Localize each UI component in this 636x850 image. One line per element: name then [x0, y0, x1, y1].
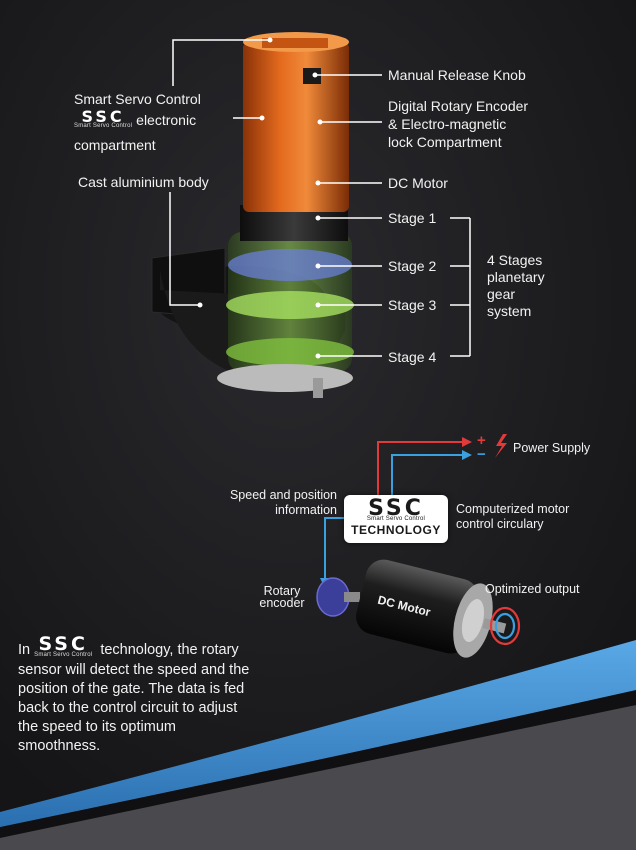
label-power-supply: Power Supply — [513, 441, 591, 455]
rotation-arrows-icon — [489, 606, 521, 646]
ssc-description-paragraph: In SSC Smart Servo Control technology, t… — [18, 635, 258, 756]
label-cast-aluminium-body: Cast aluminium body — [78, 174, 209, 190]
bottom-dark-band — [0, 690, 636, 838]
gear-bottom-plate — [217, 364, 353, 392]
label-gear-line2: planetary — [487, 269, 545, 285]
output-shaft — [313, 378, 323, 398]
label-manual-release-knob: Manual Release Knob — [388, 67, 526, 83]
schematic-wires — [324, 441, 462, 580]
ssc-badge-logo: SSC — [368, 496, 424, 521]
plus-sign: + — [477, 432, 486, 449]
bottom-blue-band — [0, 640, 636, 827]
label-gear-line3: gear — [487, 286, 516, 302]
ssc-logo-paragraph: SSC Smart Servo Control — [34, 635, 93, 661]
label-gear-line4: system — [487, 303, 532, 319]
release-knob-slot — [303, 68, 321, 84]
minus-sign: − — [477, 446, 486, 463]
ssc-paragraph-subtitle: Smart Servo Control — [34, 652, 93, 658]
paragraph-in: In — [18, 642, 31, 658]
ssc-logo-subtitle: Smart Servo Control — [74, 123, 133, 129]
ssc-logo-small: SSC Smart Servo Control — [74, 109, 133, 132]
label-gear-line1: 4 Stages — [487, 252, 543, 268]
label-compartment: compartment — [74, 137, 156, 153]
motor-body — [243, 42, 349, 212]
label-rotary-line1: Rotary — [263, 584, 301, 598]
label-ssc-electronic: SSC Smart Servo Control electronic — [74, 109, 197, 132]
label-dc-motor: DC Motor — [388, 175, 448, 191]
paragraph-technology: technology, — [100, 642, 174, 658]
label-electronic: electronic — [136, 112, 197, 128]
ssc-badge-technology: TECHNOLOGY — [351, 523, 441, 537]
lightning-icon — [495, 434, 507, 458]
ssc-compartment-lid — [262, 38, 328, 48]
gear-stage-2-ring — [228, 249, 352, 281]
label-computerized-line2: control circulary — [456, 517, 544, 531]
gear-stage-3-ring — [226, 291, 354, 319]
label-speed-line2: information — [275, 503, 337, 517]
label-speed-line1: Speed and position — [229, 488, 337, 502]
ssc-technology-badge: SSC Smart Servo Control TECHNOLOGY — [344, 495, 448, 543]
label-optimized-output: Optimized output — [485, 582, 580, 596]
bottom-gray-texture — [0, 705, 636, 850]
label-computerized-line1: Computerized motor — [456, 502, 570, 516]
label-stage-1: Stage 1 — [388, 210, 437, 226]
ssc-paragraph-logo: SSC — [38, 633, 88, 655]
label-encoder-line1: Digital Rotary Encoder — [388, 98, 529, 114]
label-stage-2: Stage 2 — [388, 258, 437, 274]
label-encoder-line3: lock Compartment — [388, 134, 502, 150]
dc-motor-cylinder — [356, 559, 507, 658]
callout-lines — [169, 39, 471, 357]
rotary-encoder-shaft — [344, 592, 360, 602]
gear-stage-4-ring — [226, 338, 354, 366]
label-encoder-line2: & Electro-magnetic — [388, 116, 507, 132]
label-rotary-line2: encoder — [259, 596, 305, 610]
ssc-logo-text: SSC — [81, 107, 125, 126]
callout-dots — [197, 37, 323, 359]
paragraph-body: the rotary sensor will detect the speed … — [18, 642, 250, 754]
ssc-badge-subtitle: Smart Servo Control — [366, 516, 426, 522]
label-stage-3: Stage 3 — [388, 297, 437, 313]
label-smart-servo-control: Smart Servo Control — [74, 91, 201, 107]
label-stage-4: Stage 4 — [388, 349, 437, 365]
